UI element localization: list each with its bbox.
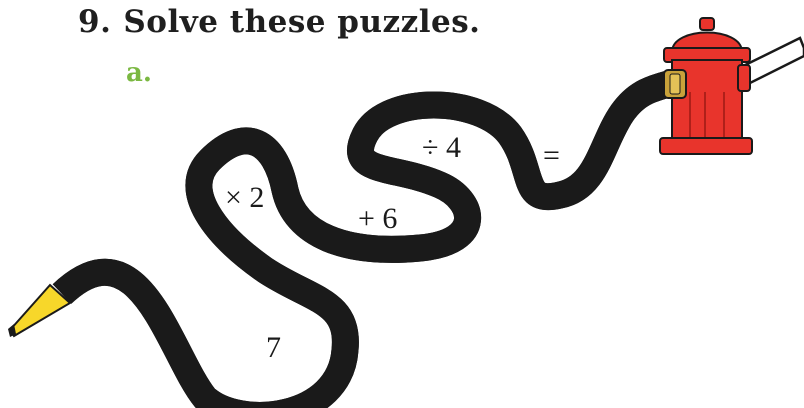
fire-hydrant-icon	[659, 17, 804, 155]
step-divide: ÷ 4	[422, 131, 461, 164]
step-add: + 6	[358, 202, 397, 235]
equals-sign: =	[543, 139, 560, 172]
part-label: a.	[126, 58, 152, 88]
start-value: 7	[266, 331, 281, 364]
garden-hose-icon	[62, 82, 676, 408]
question-prompt: Solve these puzzles.	[123, 4, 481, 40]
step-multiply: × 2	[225, 181, 264, 214]
question-number: 9.	[78, 4, 112, 40]
hose-nozzle-icon	[8, 283, 72, 338]
question-heading: 9. Solve these puzzles.	[78, 4, 480, 40]
